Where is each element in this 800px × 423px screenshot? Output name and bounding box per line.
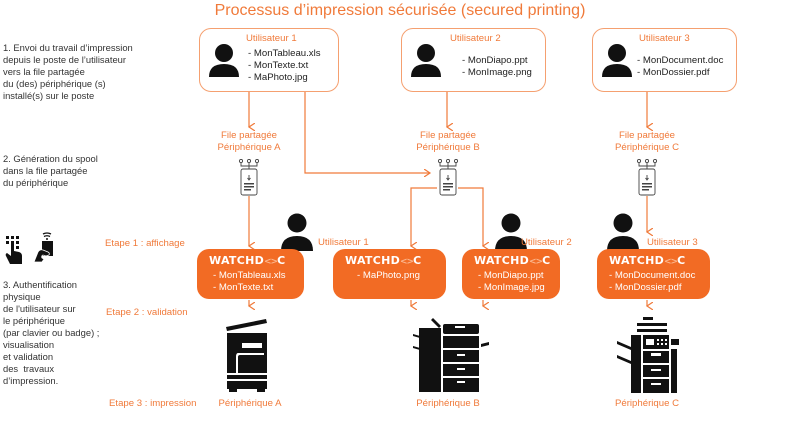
- printer-icon-C: [617, 315, 681, 400]
- queue-line1: File partagée: [420, 130, 476, 141]
- user-avatar-icon: [208, 43, 240, 82]
- watchdoc-logo: WATCHD<>C: [209, 254, 286, 267]
- step2-description: 2. Génération du spool dans la file part…: [3, 153, 98, 188]
- user-files: - MonDiapo.ppt - MonImage.png: [462, 55, 532, 79]
- user-avatar-icon: [494, 213, 528, 256]
- user-avatar-icon: [606, 213, 640, 256]
- queue-line2: Périphérique B: [416, 142, 480, 153]
- step3-description: 3. Authentification physique de l'utilis…: [3, 279, 100, 386]
- file-item: - MonTexte.txt: [248, 60, 309, 71]
- spool-queue-icon: [436, 158, 460, 202]
- job-list: - MaPhoto.png: [357, 270, 420, 281]
- file-item: - MonDiapo.ppt: [462, 55, 528, 66]
- job-list: - MonTableau.xls - MonTexte.txt: [213, 270, 286, 293]
- job-list: - MonDocument.doc - MonDossier.pdf: [609, 270, 696, 293]
- device-label-A: Périphérique A: [218, 398, 282, 409]
- file-item: - MonImage.png: [462, 67, 532, 78]
- watchdoc-logo: WATCHD<>C: [474, 254, 551, 267]
- file-item: - MonDocument.doc: [637, 55, 724, 66]
- keypad-touch-icon: [4, 236, 26, 264]
- printer-icon-A: [224, 315, 270, 398]
- queue-label-A: File partagée Périphérique A: [209, 130, 289, 154]
- badge-card-icon: [32, 232, 56, 264]
- queue-label-C: File partagée Périphérique C: [607, 130, 687, 154]
- line-queueB-wd3: [458, 187, 483, 246]
- user-avatar-icon: [410, 43, 442, 82]
- user-name: Utilisateur 3: [639, 33, 690, 44]
- etape2-label: Etape 2 : validation: [106, 307, 188, 318]
- queue-line1: File partagée: [619, 130, 675, 141]
- user-name: Utilisateur 1: [246, 33, 297, 44]
- user-files: - MonTableau.xls - MonTexte.txt - MaPhot…: [248, 48, 321, 84]
- spool-queue-icon: [635, 158, 659, 202]
- queue-label-B: File partagée Périphérique B: [408, 130, 488, 154]
- watchdoc-logo: WATCHD<>C: [609, 254, 686, 267]
- device-label-C: Périphérique C: [615, 398, 679, 409]
- file-item: - MonDossier.pdf: [637, 67, 710, 78]
- user-box-1: Utilisateur 1 - MonTableau.xls - MonText…: [199, 28, 339, 92]
- user-files: - MonDocument.doc - MonDossier.pdf: [637, 55, 723, 79]
- step1-description: 1. Envoi du travail d’impression depuis …: [3, 42, 133, 101]
- queue-line2: Périphérique A: [217, 142, 281, 153]
- queue-line2: Périphérique C: [615, 142, 679, 153]
- etape3-label: Etape 3 : impression: [109, 398, 197, 409]
- user-box-3: Utilisateur 3 - MonDocument.doc - MonDos…: [592, 28, 737, 92]
- job-list: - MonDiapo.ppt - MonImage.jpg: [478, 270, 545, 293]
- watchdoc-logo: WATCHD<>C: [345, 254, 422, 267]
- spool-queue-icon: [237, 158, 261, 202]
- device-user-label-3: Utilisateur 3: [647, 237, 698, 248]
- page-title: Processus d’impression sécurisée (secure…: [214, 2, 586, 19]
- device-label-B: Périphérique B: [416, 398, 480, 409]
- file-item: - MaPhoto.jpg: [248, 72, 308, 83]
- printer-icon-B: [411, 318, 491, 397]
- user-avatar-icon: [601, 43, 633, 82]
- watchdoc-box-2[interactable]: WATCHD<>C - MaPhoto.png: [333, 249, 446, 299]
- user-avatar-icon: [280, 213, 314, 256]
- watchdoc-box-3[interactable]: WATCHD<>C - MonDiapo.ppt - MonImage.jpg: [462, 249, 560, 299]
- etape1-label: Etape 1 : affichage: [105, 238, 185, 249]
- watchdoc-box-1[interactable]: WATCHD<>C - MonTableau.xls - MonTexte.tx…: [197, 249, 304, 299]
- line-queueB-wd2: [411, 187, 437, 246]
- device-user-label-1: Utilisateur 1: [318, 237, 369, 248]
- device-user-label-2: Utilisateur 2: [521, 237, 572, 248]
- user-box-2: Utilisateur 2 - MonDiapo.ppt - MonImage.…: [401, 28, 546, 92]
- line-user1-queueB: [304, 92, 430, 173]
- user-name: Utilisateur 2: [450, 33, 501, 44]
- watchdoc-box-4[interactable]: WATCHD<>C - MonDocument.doc - MonDossier…: [597, 249, 710, 299]
- queue-line1: File partagée: [221, 130, 277, 141]
- file-item: - MonTableau.xls: [248, 48, 321, 59]
